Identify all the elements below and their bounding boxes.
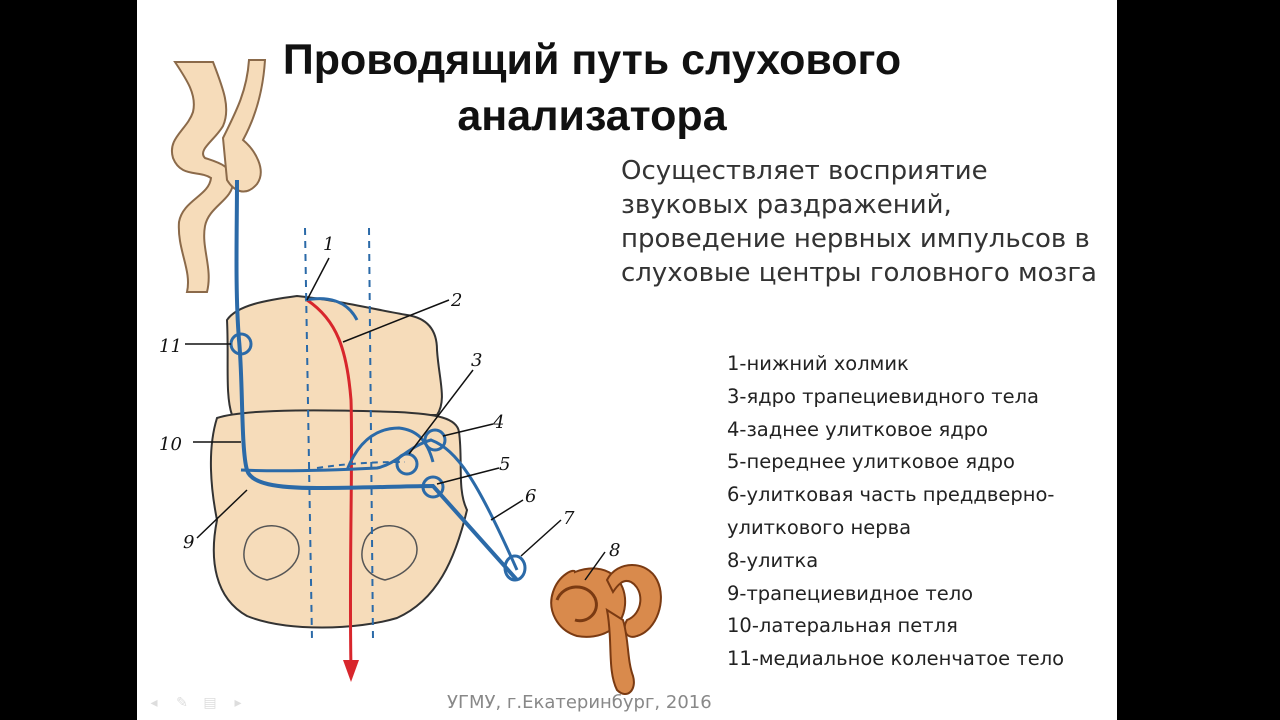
cortex-fold — [170, 61, 235, 293]
red-arrow — [343, 660, 359, 682]
cortex-gyrus — [221, 59, 267, 193]
red-pathway — [306, 298, 354, 671]
legend-list: 1-нижний холмик 3-ядро трапециевидного т… — [727, 348, 1112, 676]
label-3: 3 — [471, 350, 482, 371]
label-10: 10 — [159, 434, 182, 455]
description-text: Осуществляет восприятие звуковых раздраж… — [621, 156, 1097, 288]
olive-right — [361, 525, 418, 581]
slide: 1 2 3 4 5 6 7 8 9 10 11 Проводящий путь … — [137, 0, 1117, 720]
slide-title: Проводящий путь слухового анализатора — [247, 32, 937, 144]
label-9: 9 — [183, 532, 194, 553]
auditory-pathway-diagram: 1 2 3 4 5 6 7 8 9 10 11 — [159, 59, 662, 695]
label-11: 11 — [159, 336, 182, 357]
legend-item: 11-медиальное коленчатое тело — [727, 647, 1065, 671]
slide-footer: УГМУ, г.Екатеринбург, 2016 — [447, 692, 712, 713]
midbrain-block — [225, 294, 443, 416]
olive-left — [243, 525, 300, 581]
title-line-2: анализатора — [457, 92, 727, 140]
legend-item: 1-нижний холмик — [727, 352, 909, 375]
menu-icon[interactable]: ▤ — [203, 695, 217, 711]
prev-slide-icon[interactable]: ◂ — [150, 695, 158, 711]
label-4: 4 — [492, 412, 504, 433]
slideshow-controls: ◂ ✎ ▤ ▸ — [145, 696, 247, 710]
legend-item: 10-латеральная петля — [727, 614, 958, 638]
next-slide-icon[interactable]: ▸ — [234, 695, 242, 711]
legend-item: 3-ядро трапециевидного тела — [727, 384, 1040, 408]
legend-item: 8-улитка — [727, 548, 819, 572]
legend-item: 4-заднее улитковое ядро — [727, 417, 989, 441]
pons-block — [209, 409, 469, 629]
title-line-1: Проводящий путь слухового — [282, 36, 902, 84]
label-7: 7 — [563, 508, 575, 529]
legend-item: улиткового нерва — [727, 515, 912, 539]
pen-icon[interactable]: ✎ — [176, 695, 188, 711]
label-6: 6 — [525, 486, 536, 507]
legend-item: 5-переднее улитковое ядро — [727, 450, 1015, 474]
legend-item: 6-улитковая часть преддверно- — [727, 483, 1055, 507]
legend-item: 9-трапециевидное тело — [727, 581, 974, 605]
blue-pathway — [234, 179, 519, 582]
label-8: 8 — [609, 540, 620, 561]
label-5: 5 — [499, 454, 510, 475]
label-2: 2 — [450, 290, 462, 311]
label-1: 1 — [323, 234, 334, 255]
